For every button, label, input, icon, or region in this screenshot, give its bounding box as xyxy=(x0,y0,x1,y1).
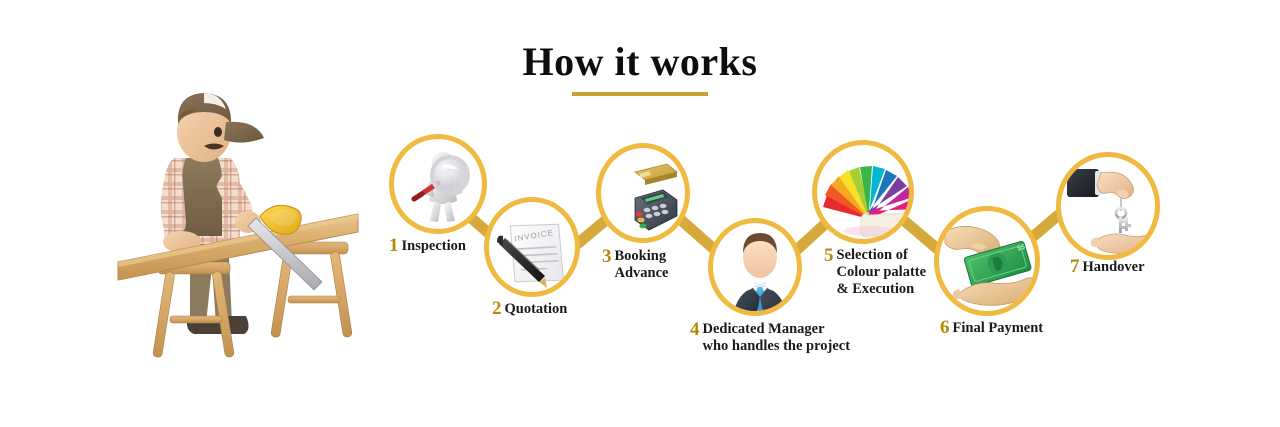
step-2-circle[interactable]: INVOICE xyxy=(484,197,580,297)
step-7-text: Handover xyxy=(1082,259,1145,275)
businessman-avatar-icon xyxy=(734,233,786,311)
cash-handover-icon: $$ xyxy=(944,226,1035,306)
step-7-number: 7 xyxy=(1070,256,1080,277)
step-2-text: Quotation xyxy=(504,301,568,317)
title-block: How it works xyxy=(0,38,1280,96)
keys-handover-icon xyxy=(1067,169,1155,254)
step-6-circle[interactable]: $$ xyxy=(934,206,1040,316)
step-5-text: Selection of Colour palatte & Execution xyxy=(836,247,927,297)
step-6-text: Final Payment xyxy=(952,320,1044,336)
title-underline xyxy=(572,92,708,96)
colour-palette-fan-icon xyxy=(823,166,909,238)
step-4-circle[interactable] xyxy=(708,218,802,316)
step-7-circle[interactable] xyxy=(1056,152,1160,260)
carpenter-illustration xyxy=(108,66,398,366)
step-6-number: 6 xyxy=(940,317,950,338)
step-1-text: Inspection xyxy=(401,238,466,254)
magnifying-glass-figure-icon xyxy=(411,152,470,222)
step-3-text: Booking Advance xyxy=(614,248,669,281)
step-1-circle[interactable] xyxy=(389,134,487,234)
invoice-pen-icon: INVOICE xyxy=(497,223,564,288)
step-1-number: 1 xyxy=(389,235,399,256)
step-3-number: 3 xyxy=(602,246,612,267)
step-5-number: 5 xyxy=(824,245,834,266)
step-5-circle[interactable] xyxy=(812,140,914,244)
step-2-number: 2 xyxy=(492,298,502,319)
step-3-circle[interactable] xyxy=(596,143,690,243)
step-4-number: 4 xyxy=(690,319,700,340)
page-title: How it works xyxy=(522,39,758,84)
card-payment-terminal-icon xyxy=(634,163,678,231)
step-4-text: Dedicated Manager who handles the projec… xyxy=(702,321,851,354)
